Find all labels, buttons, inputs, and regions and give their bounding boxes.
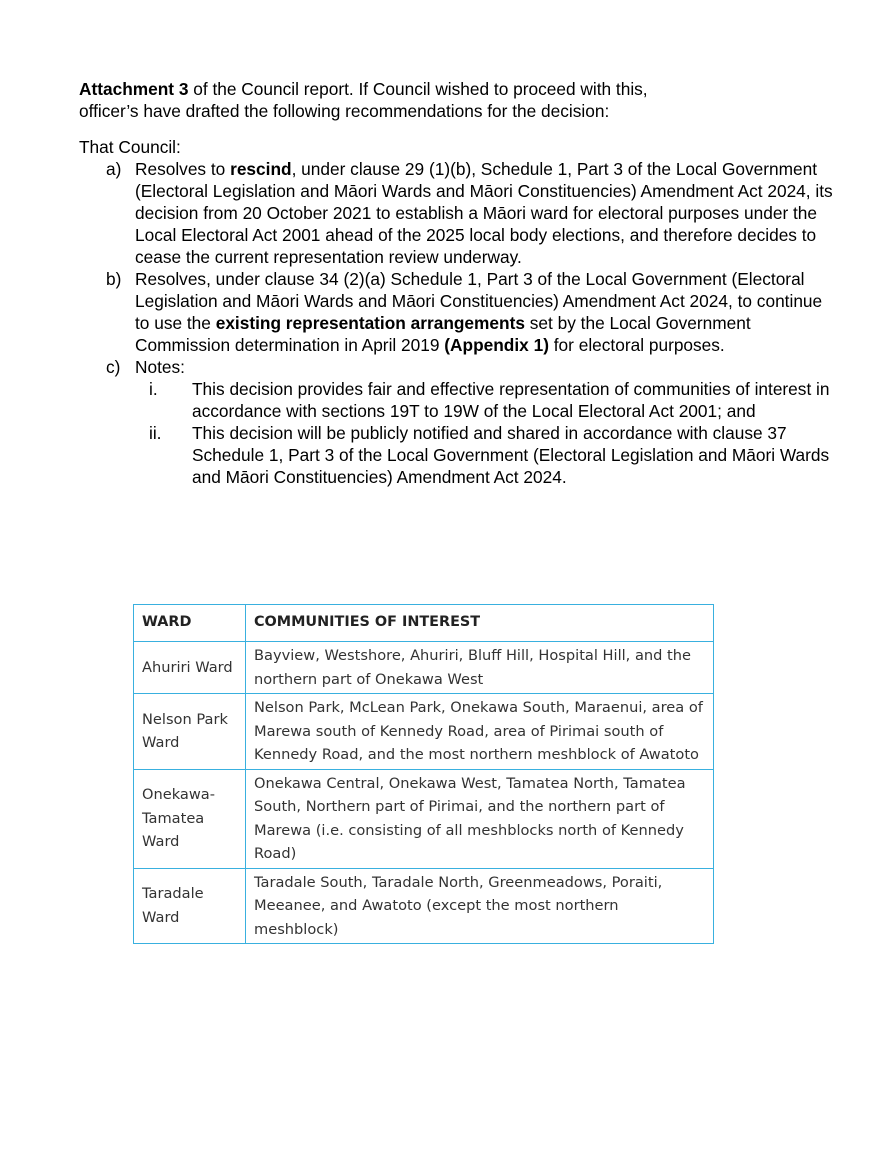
note-i: i. This decision provides fair and effec… bbox=[79, 378, 839, 422]
item-label: b) bbox=[106, 269, 122, 289]
note-label: i. bbox=[149, 379, 158, 399]
ward-cell: Onekawa-Tamatea Ward bbox=[133, 768, 246, 869]
item-text: Resolves, under clause 34 (2)(a) Schedul… bbox=[135, 269, 823, 333]
table-row: Nelson Park Ward Nelson Park, McLean Par… bbox=[133, 693, 714, 770]
recommendation-b: b) Resolves, under clause 34 (2)(a) Sche… bbox=[79, 268, 839, 356]
recommendation-a: a) Resolves to rescind, under clause 29 … bbox=[79, 158, 839, 268]
attachment-reference: Attachment 3 bbox=[79, 79, 189, 99]
table-row: Ahuriri Ward Bayview, Westshore, Ahuriri… bbox=[133, 641, 714, 694]
table-row: Onekawa-Tamatea Ward Onekawa Central, On… bbox=[133, 768, 714, 869]
note-ii: ii. This decision will be publicly notif… bbox=[79, 422, 839, 488]
column-header-ward: WARD bbox=[133, 604, 246, 642]
ward-cell: Ahuriri Ward bbox=[133, 641, 246, 694]
item-text: set by the Local Government Commission d… bbox=[135, 313, 751, 355]
ward-cell: Nelson Park Ward bbox=[133, 693, 246, 770]
item-bold: existing representation arrangements bbox=[215, 313, 525, 333]
note-label: ii. bbox=[149, 423, 162, 443]
intro-paragraph: Attachment 3 of the Council report. If C… bbox=[79, 78, 839, 122]
that-council-heading: That Council: bbox=[79, 137, 181, 157]
communities-cell: Nelson Park, McLean Park, Onekawa South,… bbox=[245, 693, 714, 770]
note-text: This decision will be publicly notified … bbox=[192, 423, 830, 487]
communities-cell: Taradale South, Taradale North, Greenmea… bbox=[245, 867, 714, 944]
communities-cell: Onekawa Central, Onekawa West, Tamatea N… bbox=[245, 768, 714, 869]
document-body: Attachment 3 of the Council report. If C… bbox=[79, 78, 839, 488]
table-row: Taradale Ward Taradale South, Taradale N… bbox=[133, 867, 714, 944]
note-text: This decision provides fair and effectiv… bbox=[192, 379, 830, 421]
item-text: , under clause 29 (1)(b), Schedule 1, Pa… bbox=[135, 159, 833, 267]
item-label: c) bbox=[106, 357, 121, 377]
wards-table: WARD COMMUNITIES OF INTEREST Ahuriri War… bbox=[133, 604, 714, 944]
column-header-communities: COMMUNITIES OF INTEREST bbox=[245, 604, 714, 642]
item-text: Resolves to bbox=[135, 159, 231, 179]
recommendation-c: c) Notes: bbox=[79, 356, 839, 378]
item-bold: rescind bbox=[230, 159, 292, 179]
item-text: for electoral purposes. bbox=[548, 335, 725, 355]
item-text: Notes: bbox=[135, 357, 185, 377]
appendix-reference: (Appendix 1) bbox=[444, 335, 549, 355]
communities-cell: Bayview, Westshore, Ahuriri, Bluff Hill,… bbox=[245, 641, 714, 694]
table-header-row: WARD COMMUNITIES OF INTEREST bbox=[133, 604, 714, 642]
intro-line2: officer’s have drafted the following rec… bbox=[79, 101, 610, 121]
intro-line1: of the Council report. If Council wished… bbox=[188, 79, 648, 99]
ward-cell: Taradale Ward bbox=[133, 867, 246, 944]
item-label: a) bbox=[106, 159, 122, 179]
